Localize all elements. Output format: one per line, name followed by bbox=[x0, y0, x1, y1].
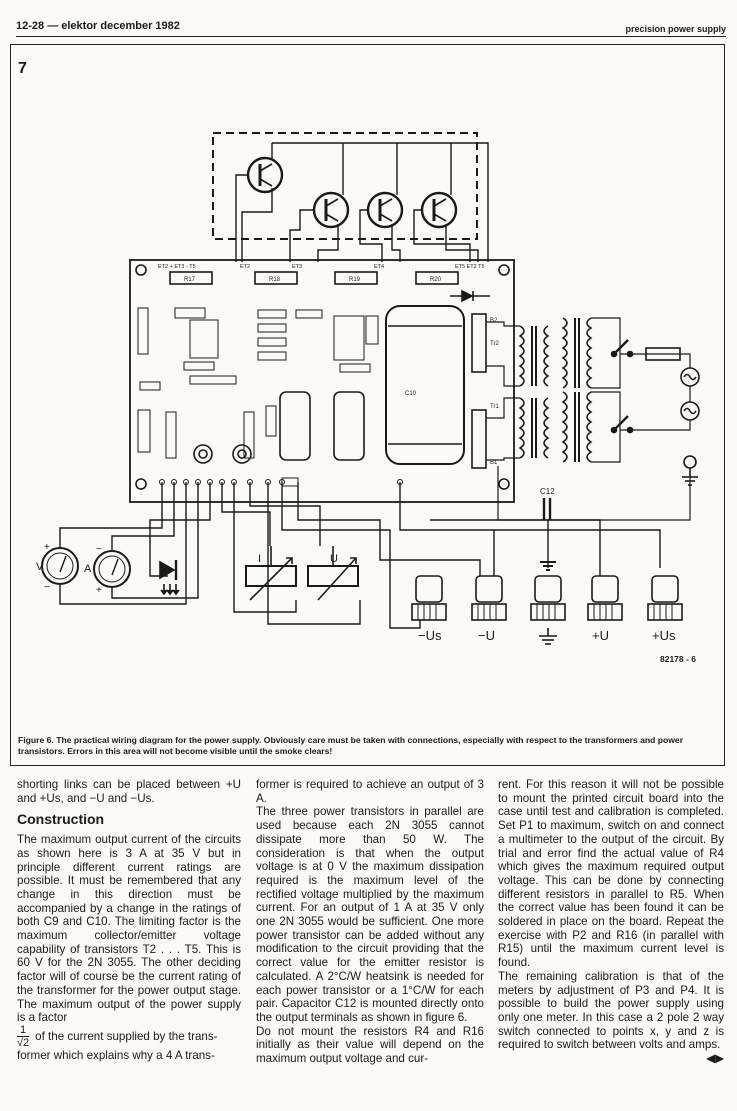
label-et2: ET2 bbox=[240, 264, 250, 270]
paragraph-text: The remaining calibration is that of the… bbox=[498, 969, 724, 1052]
transformer-tr2: Tr2 bbox=[490, 317, 593, 389]
paragraph: The remaining calibration is that of the… bbox=[498, 969, 724, 1065]
paragraph-text: of the current supplied by the trans- bbox=[35, 1030, 218, 1044]
transistor-t3 bbox=[366, 191, 404, 229]
paragraph: Do not mount the resistors R4 and R16 in… bbox=[256, 1024, 484, 1066]
terminal-label-plus-us: +Us bbox=[652, 628, 676, 643]
output-wires bbox=[59, 482, 661, 629]
label-b1: B1 bbox=[490, 460, 498, 466]
resistor-r20 bbox=[415, 271, 459, 285]
label-et4: ET4 bbox=[374, 264, 384, 270]
label-r17: R17 bbox=[184, 277, 196, 283]
label-i: I bbox=[258, 553, 261, 565]
label-r19: R19 bbox=[349, 277, 361, 283]
figure-number: 7 bbox=[18, 60, 27, 77]
led bbox=[159, 560, 180, 596]
resistor-r17 bbox=[169, 271, 213, 285]
bridge-rectifiers: B2 B1 bbox=[471, 313, 498, 469]
mains-switch-1 bbox=[610, 339, 634, 358]
label-u: U bbox=[330, 553, 338, 565]
terminal-minus-us bbox=[411, 575, 447, 621]
page-header: 12-28 — elektor december 1982 precision … bbox=[16, 18, 726, 38]
terminal-label-ground bbox=[539, 628, 557, 645]
label-a: A bbox=[84, 563, 92, 575]
label-a-plus: + bbox=[96, 585, 102, 596]
page-header-left: 12-28 — elektor december 1982 bbox=[16, 20, 180, 32]
page-header-right: precision power supply bbox=[625, 24, 726, 34]
figure-frame bbox=[10, 44, 725, 766]
heatsink-enclosure bbox=[212, 132, 478, 240]
label-v: V bbox=[36, 561, 44, 573]
pcb-board bbox=[129, 259, 515, 503]
figure-code: 82178 - 6 bbox=[660, 654, 696, 664]
paragraph: The three power transistors in parallel … bbox=[256, 805, 484, 1024]
terminal-label-minus-u: −U bbox=[478, 628, 495, 643]
transistor-t2 bbox=[312, 191, 350, 229]
potentiometer-i: I bbox=[245, 546, 297, 601]
label-r18: R18 bbox=[269, 277, 281, 283]
text-column-3: rent. For this reason it will not be pos… bbox=[498, 778, 724, 1066]
transistor-t4 bbox=[420, 191, 458, 229]
fraction: 1 √2 bbox=[17, 1024, 30, 1049]
label-et3: ET3 bbox=[292, 264, 302, 270]
ac-source-2 bbox=[680, 401, 700, 421]
fraction-denominator: √2 bbox=[17, 1036, 30, 1049]
resistor-r19 bbox=[334, 271, 378, 285]
capacitor-c12: C12 bbox=[540, 487, 555, 520]
text-column-2: former is required to achieve an output … bbox=[256, 778, 484, 1066]
terminal-minus-u bbox=[471, 575, 507, 621]
potentiometer-u: U bbox=[307, 546, 359, 601]
terminal-plus-u bbox=[587, 575, 623, 621]
fraction-numerator: 1 bbox=[17, 1024, 30, 1037]
header-rule bbox=[16, 36, 726, 37]
label-a-minus: − bbox=[96, 544, 102, 555]
resistor-r18 bbox=[254, 271, 298, 285]
trimmer-pots bbox=[193, 444, 252, 464]
terminal-label-minus-us: −Us bbox=[418, 628, 442, 643]
label-et5: ET5 ET2 T5 bbox=[455, 264, 485, 270]
voltmeter: V + − bbox=[36, 542, 79, 593]
label-b2: B2 bbox=[490, 318, 498, 324]
pcb-small-components bbox=[137, 307, 379, 459]
paragraph: rent. For this reason it will not be pos… bbox=[498, 778, 724, 970]
transistor-wires bbox=[235, 142, 489, 262]
paragraph: The maximum output current of the circui… bbox=[17, 833, 241, 1025]
figure-caption: Figure 6. The practical wiring diagram f… bbox=[18, 735, 684, 756]
pcb-mounting-holes bbox=[135, 264, 510, 490]
ground-symbol bbox=[682, 455, 698, 486]
text-column-1: shorting links can be placed between +U … bbox=[17, 778, 241, 1063]
terminal-label-plus-u: +U bbox=[592, 628, 609, 643]
mains-switch-2 bbox=[610, 415, 634, 434]
section-heading: Construction bbox=[17, 811, 105, 828]
transistor-t5 bbox=[246, 156, 284, 194]
label-tr2: Tr2 bbox=[490, 341, 499, 347]
diode-d-top bbox=[450, 289, 490, 303]
paragraph: former is required to achieve an output … bbox=[256, 778, 484, 805]
ac-source-1 bbox=[680, 367, 700, 387]
ammeter: A − + bbox=[84, 544, 131, 596]
label-v-minus: − bbox=[44, 582, 50, 593]
label-c12: C12 bbox=[540, 487, 555, 496]
label-c10: C10 bbox=[405, 391, 417, 397]
label-et2-et3-t5: ET2 + ET3 - T5 bbox=[158, 264, 196, 270]
paragraph: former which explains why a 4 A trans- bbox=[17, 1048, 215, 1062]
end-mark: ◀▶ bbox=[706, 1052, 724, 1066]
terminal-ground bbox=[530, 561, 566, 621]
label-r20: R20 bbox=[430, 277, 442, 283]
terminal-plus-us bbox=[647, 575, 683, 621]
wiring-diagram: ET2 + ET3 - T5 ET2 ET3 ET4 ET5 ET2 T5 R1… bbox=[36, 132, 700, 664]
transformer-tr1: Tr1 bbox=[490, 391, 593, 463]
electrolytic-capacitors: C10 bbox=[279, 305, 465, 465]
label-v-plus: + bbox=[44, 542, 50, 553]
label-tr1: Tr1 bbox=[490, 404, 499, 410]
pcb-bottom-pins bbox=[159, 477, 403, 487]
paragraph-fraction: 1 √2 of the current supplied by the tran… bbox=[17, 1024, 241, 1049]
paragraph: shorting links can be placed between +U … bbox=[17, 778, 241, 805]
